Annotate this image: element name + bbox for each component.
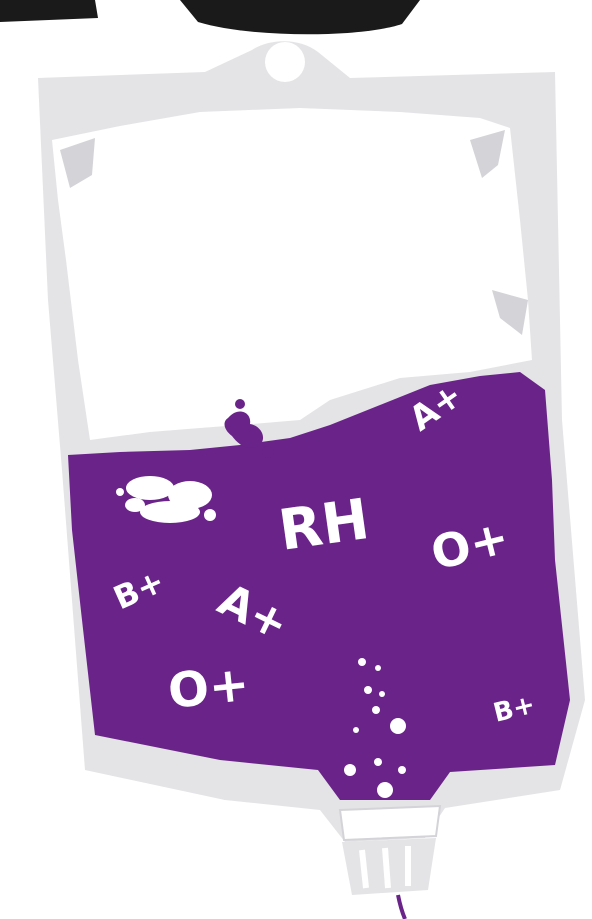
label-o-plus-left: O+	[165, 656, 251, 720]
top-cropped-lettering	[0, 0, 420, 35]
label-rh: RH	[275, 487, 373, 564]
bag-empty-area	[52, 108, 532, 440]
bag-port	[338, 804, 442, 895]
bag-hang-hole	[265, 42, 305, 82]
foam-bubbles	[116, 476, 216, 523]
iv-tube	[396, 894, 407, 919]
small-bubbles	[344, 658, 406, 798]
blood-fill	[68, 372, 570, 800]
